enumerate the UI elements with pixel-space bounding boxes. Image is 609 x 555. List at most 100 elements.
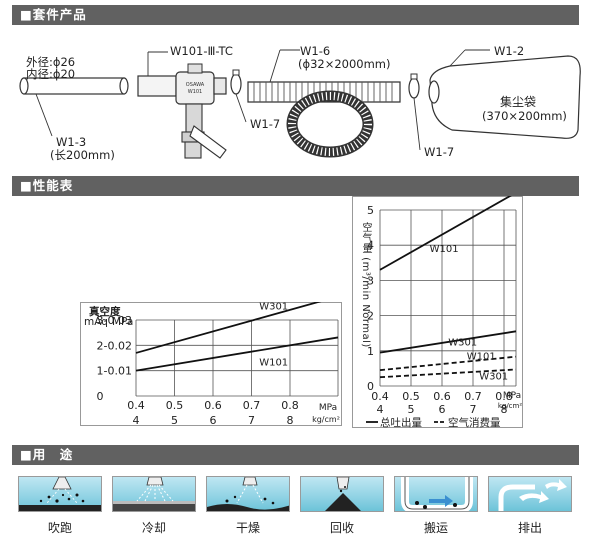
vacuum-series-label-0: W301 — [259, 302, 288, 312]
airflow-xunit-kg: kg/cm² — [498, 402, 523, 410]
label-w1-3: W1-3 — [56, 135, 87, 149]
airflow-xtick-mpa-4: 0.8 — [495, 390, 513, 403]
vacuum-ytick-maq-2: 1 — [97, 365, 104, 378]
vacuum-chart-ylabel: 真空度 — [89, 306, 121, 318]
vacuum-xtick-mpa-2: 0.6 — [204, 399, 222, 412]
vacuum-chart-unit-maq: mAq — [84, 316, 108, 328]
inner-diameter-label: 内径:ϕ20 — [26, 67, 76, 81]
usage-label-drying: 干燥 — [235, 521, 260, 535]
dust-bag-w1-2 — [428, 55, 581, 139]
section-header-usage: ■用 途 — [12, 445, 579, 465]
vacuum-ytick-maq-3: 0 — [97, 390, 104, 403]
usage-label-blowing: 吹跑 — [47, 521, 72, 535]
vacuum-chart: 3-0.032-0.021-0.010 0.4 0.5 0.6 0.7 0.8 4 5 6 7 8 M… — [97, 302, 340, 426]
label-w1-6: W1-6 — [300, 44, 331, 58]
section-header-performance: ■性能表 — [12, 176, 579, 196]
vacuum-xtick-kg-1: 5 — [171, 414, 178, 426]
vacuum-xtick-kg-3: 7 — [248, 414, 255, 426]
ejector-body-w101: OSAWA W101 — [137, 63, 227, 159]
airflow-xtick-kg-1: 5 — [408, 403, 415, 416]
airflow-ytick-1: 4 — [367, 239, 374, 252]
vacuum-xtick-mpa-0: 0.4 — [127, 399, 145, 412]
clamp-w1-7-left — [230, 69, 242, 95]
airflow-series-label-1: W301 — [448, 338, 477, 349]
airflow-xtick-mpa-2: 0.6 — [433, 390, 451, 403]
airflow-chart-ylabel: 空气量 (m³/min Normal) — [360, 222, 371, 348]
usage-label-cooling: 冷却 — [141, 521, 166, 535]
body-model-text: W101 — [188, 89, 203, 95]
airflow-xtick-mpa-0: 0.4 — [371, 390, 389, 403]
usage-card-recovery — [300, 476, 384, 512]
label-w1-7-left: W1-7 — [250, 117, 281, 131]
label-bag-dim: (370×200mm) — [482, 109, 567, 123]
label-w1-6-dim: (ϕ32×2000mm) — [298, 57, 391, 71]
usage-card-blowing — [18, 476, 102, 512]
usage-label-recovery: 回收 — [329, 521, 354, 535]
vacuum-xtick-mpa-1: 0.5 — [166, 399, 184, 412]
vacuum-series-label-1: W101 — [259, 358, 288, 369]
label-bag-name: 集尘袋 — [500, 95, 537, 109]
usage-icon-drying — [207, 477, 289, 511]
vacuum-ytick-mpa-0: -0.03 — [104, 314, 132, 327]
vacuum-series-line-1 — [135, 336, 339, 372]
pipe-w1-3 — [19, 77, 129, 95]
airflow-ytick-4: 1 — [367, 345, 374, 358]
usage-icon-transport — [401, 477, 473, 511]
airflow-legend-solid-label: 总吐出量 — [380, 416, 422, 428]
vacuum-xtick-kg-4: 8 — [287, 414, 294, 426]
label-w1-3-length: (长200mm) — [50, 148, 115, 162]
airflow-ytick-2: 3 — [367, 274, 374, 287]
usage-card-exhaust — [488, 476, 572, 512]
usage-icon-cooling — [113, 477, 195, 511]
airflow-xtick-kg-0: 4 — [377, 403, 384, 416]
vacuum-xtick-kg-2: 6 — [210, 414, 217, 426]
vacuum-ytick-mpa-1: -0.02 — [104, 339, 132, 352]
vacuum-series-line-0 — [135, 302, 322, 354]
airflow-xtick-mpa-3: 0.7 — [464, 390, 482, 403]
vacuum-xunit-mpa: MPa — [319, 403, 337, 413]
vacuum-xunit-kg: kg/cm² — [312, 415, 340, 424]
airflow-series-label-2: W101 — [467, 352, 496, 363]
airflow-series-line-1 — [379, 330, 517, 354]
label-w1-7-right: W1-7 — [424, 145, 455, 159]
usage-icon-recovery — [325, 477, 361, 511]
airflow-series-line-0 — [379, 196, 512, 271]
airflow-series-line-3 — [379, 368, 517, 379]
airflow-chart-frame — [352, 196, 523, 428]
usage-card-transport — [394, 476, 478, 512]
vacuum-chart-frame — [80, 302, 342, 426]
airflow-xtick-mpa-1: 0.5 — [402, 390, 420, 403]
airflow-series-label-3: W301 — [479, 372, 508, 383]
airflow-xtick-kg-4: 8 — [501, 403, 508, 416]
airflow-xtick-kg-3: 7 — [470, 403, 477, 416]
usage-card-drying — [206, 476, 290, 512]
vacuum-xtick-mpa-3: 0.7 — [243, 399, 261, 412]
airflow-xtick-kg-2: 6 — [439, 403, 446, 416]
airflow-ytick-0: 5 — [367, 204, 374, 217]
usage-label-transport: 搬运 — [423, 521, 448, 535]
airflow-legend-dashed-label: 空气消费量 — [448, 416, 501, 428]
airflow-ytick-3: 2 — [367, 310, 374, 323]
usage-card-cooling — [112, 476, 196, 512]
vacuum-ytick-mpa-2: -0.01 — [104, 365, 132, 378]
vacuum-chart-unit-mpa: MPa — [112, 316, 134, 328]
kit-diagram: OSAWA W101 — [19, 49, 581, 159]
usage-icon-blowing — [19, 477, 101, 511]
airflow-series-line-2 — [379, 355, 517, 372]
vacuum-ytick-maq-1: 2 — [97, 339, 104, 352]
vacuum-xtick-mpa-4: 0.8 — [281, 399, 299, 412]
airflow-series-label-0: W101 — [430, 244, 459, 255]
vacuum-ytick-maq-0: 3 — [97, 314, 104, 327]
airflow-ytick-5: 0 — [367, 380, 374, 393]
hose-w1-6 — [247, 81, 401, 158]
body-brand-text: OSAWA — [186, 82, 205, 88]
section-header-kit: ■套件产品 — [12, 5, 579, 25]
vacuum-xtick-kg-0: 4 — [133, 414, 140, 426]
label-w1-2: W1-2 — [494, 44, 525, 58]
usage-icon-exhaust — [498, 479, 567, 511]
usage-label-exhaust: 排出 — [517, 521, 542, 535]
label-w101: W101-Ⅲ-TC — [170, 44, 233, 58]
outer-diameter-label: 外径:ϕ26 — [26, 55, 76, 69]
clamp-w1-7-right — [408, 73, 420, 99]
